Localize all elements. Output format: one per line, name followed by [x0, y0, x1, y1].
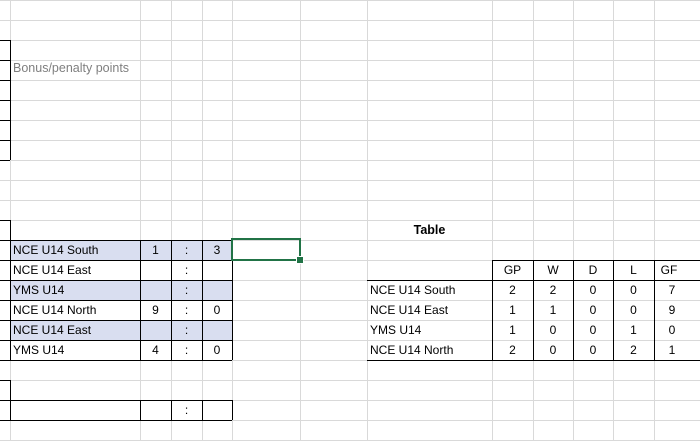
match-score-separator: :	[184, 303, 189, 317]
standings-team[interactable]: NCE U14 South	[370, 283, 456, 297]
standings-team[interactable]: NCE U14 North	[370, 343, 454, 357]
standings-l[interactable]: 0	[630, 283, 637, 297]
match-team[interactable]: NCE U14 East	[13, 323, 92, 337]
match-score-separator: :	[184, 243, 189, 257]
standings-l[interactable]: 2	[630, 343, 637, 357]
match-score-home[interactable]: 1	[152, 243, 159, 257]
fill-handle[interactable]	[296, 256, 304, 264]
header-gp: GP	[503, 263, 522, 277]
match-team[interactable]: NCE U14 East	[13, 263, 92, 277]
standings-gp[interactable]: 1	[509, 303, 516, 317]
standings-gp[interactable]: 2	[509, 283, 516, 297]
standings-w[interactable]: 0	[549, 323, 557, 337]
standings-gf[interactable]: 1	[668, 343, 676, 357]
standings-gp[interactable]: 1	[509, 323, 516, 337]
match-score-home[interactable]: 4	[152, 343, 159, 357]
match-team[interactable]: YMS U14	[13, 283, 65, 297]
header-d: D	[588, 263, 598, 277]
selected-cell[interactable]	[231, 238, 301, 261]
standings-team[interactable]: YMS U14	[370, 323, 422, 337]
standings-d[interactable]: 0	[589, 303, 597, 317]
standings-d[interactable]: 0	[589, 323, 597, 337]
standings-d[interactable]: 0	[589, 283, 597, 297]
standings-gf[interactable]: 9	[668, 303, 676, 317]
empty-row-separator: :	[184, 403, 189, 417]
match-team[interactable]: NCE U14 South	[13, 243, 99, 257]
header-l: L	[630, 263, 637, 277]
match-score-separator: :	[184, 283, 189, 297]
standings-gf[interactable]: 0	[668, 323, 676, 337]
standings-w[interactable]: 1	[549, 303, 557, 317]
match-team[interactable]: NCE U14 North	[13, 303, 97, 317]
standings-l[interactable]: 0	[630, 303, 637, 317]
match-team[interactable]: YMS U14	[13, 343, 65, 357]
match-score-separator: :	[184, 323, 189, 337]
standings-gp[interactable]: 2	[509, 343, 516, 357]
standings-w[interactable]: 2	[549, 283, 557, 297]
standings-gf[interactable]: 7	[668, 283, 676, 297]
standings-d[interactable]: 0	[589, 343, 597, 357]
match-score-separator: :	[184, 263, 189, 277]
standings-team[interactable]: NCE U14 East	[370, 303, 449, 317]
match-score-home[interactable]: 9	[152, 303, 159, 317]
match-score-away[interactable]: 3	[213, 243, 221, 257]
bonus-penalty-label: Bonus/penalty points	[13, 61, 130, 75]
standings-title: Table	[413, 223, 446, 237]
highlight-row-fill	[10, 280, 232, 300]
highlight-row-fill	[10, 240, 232, 260]
match-score-away[interactable]: 0	[213, 303, 221, 317]
highlight-row-fill	[10, 320, 232, 340]
match-score-away[interactable]: 0	[213, 343, 221, 357]
header-w: W	[547, 263, 559, 277]
standings-l[interactable]: 1	[630, 323, 637, 337]
header-gf: GF	[660, 263, 678, 277]
match-score-separator: :	[184, 343, 189, 357]
standings-w[interactable]: 0	[549, 343, 557, 357]
